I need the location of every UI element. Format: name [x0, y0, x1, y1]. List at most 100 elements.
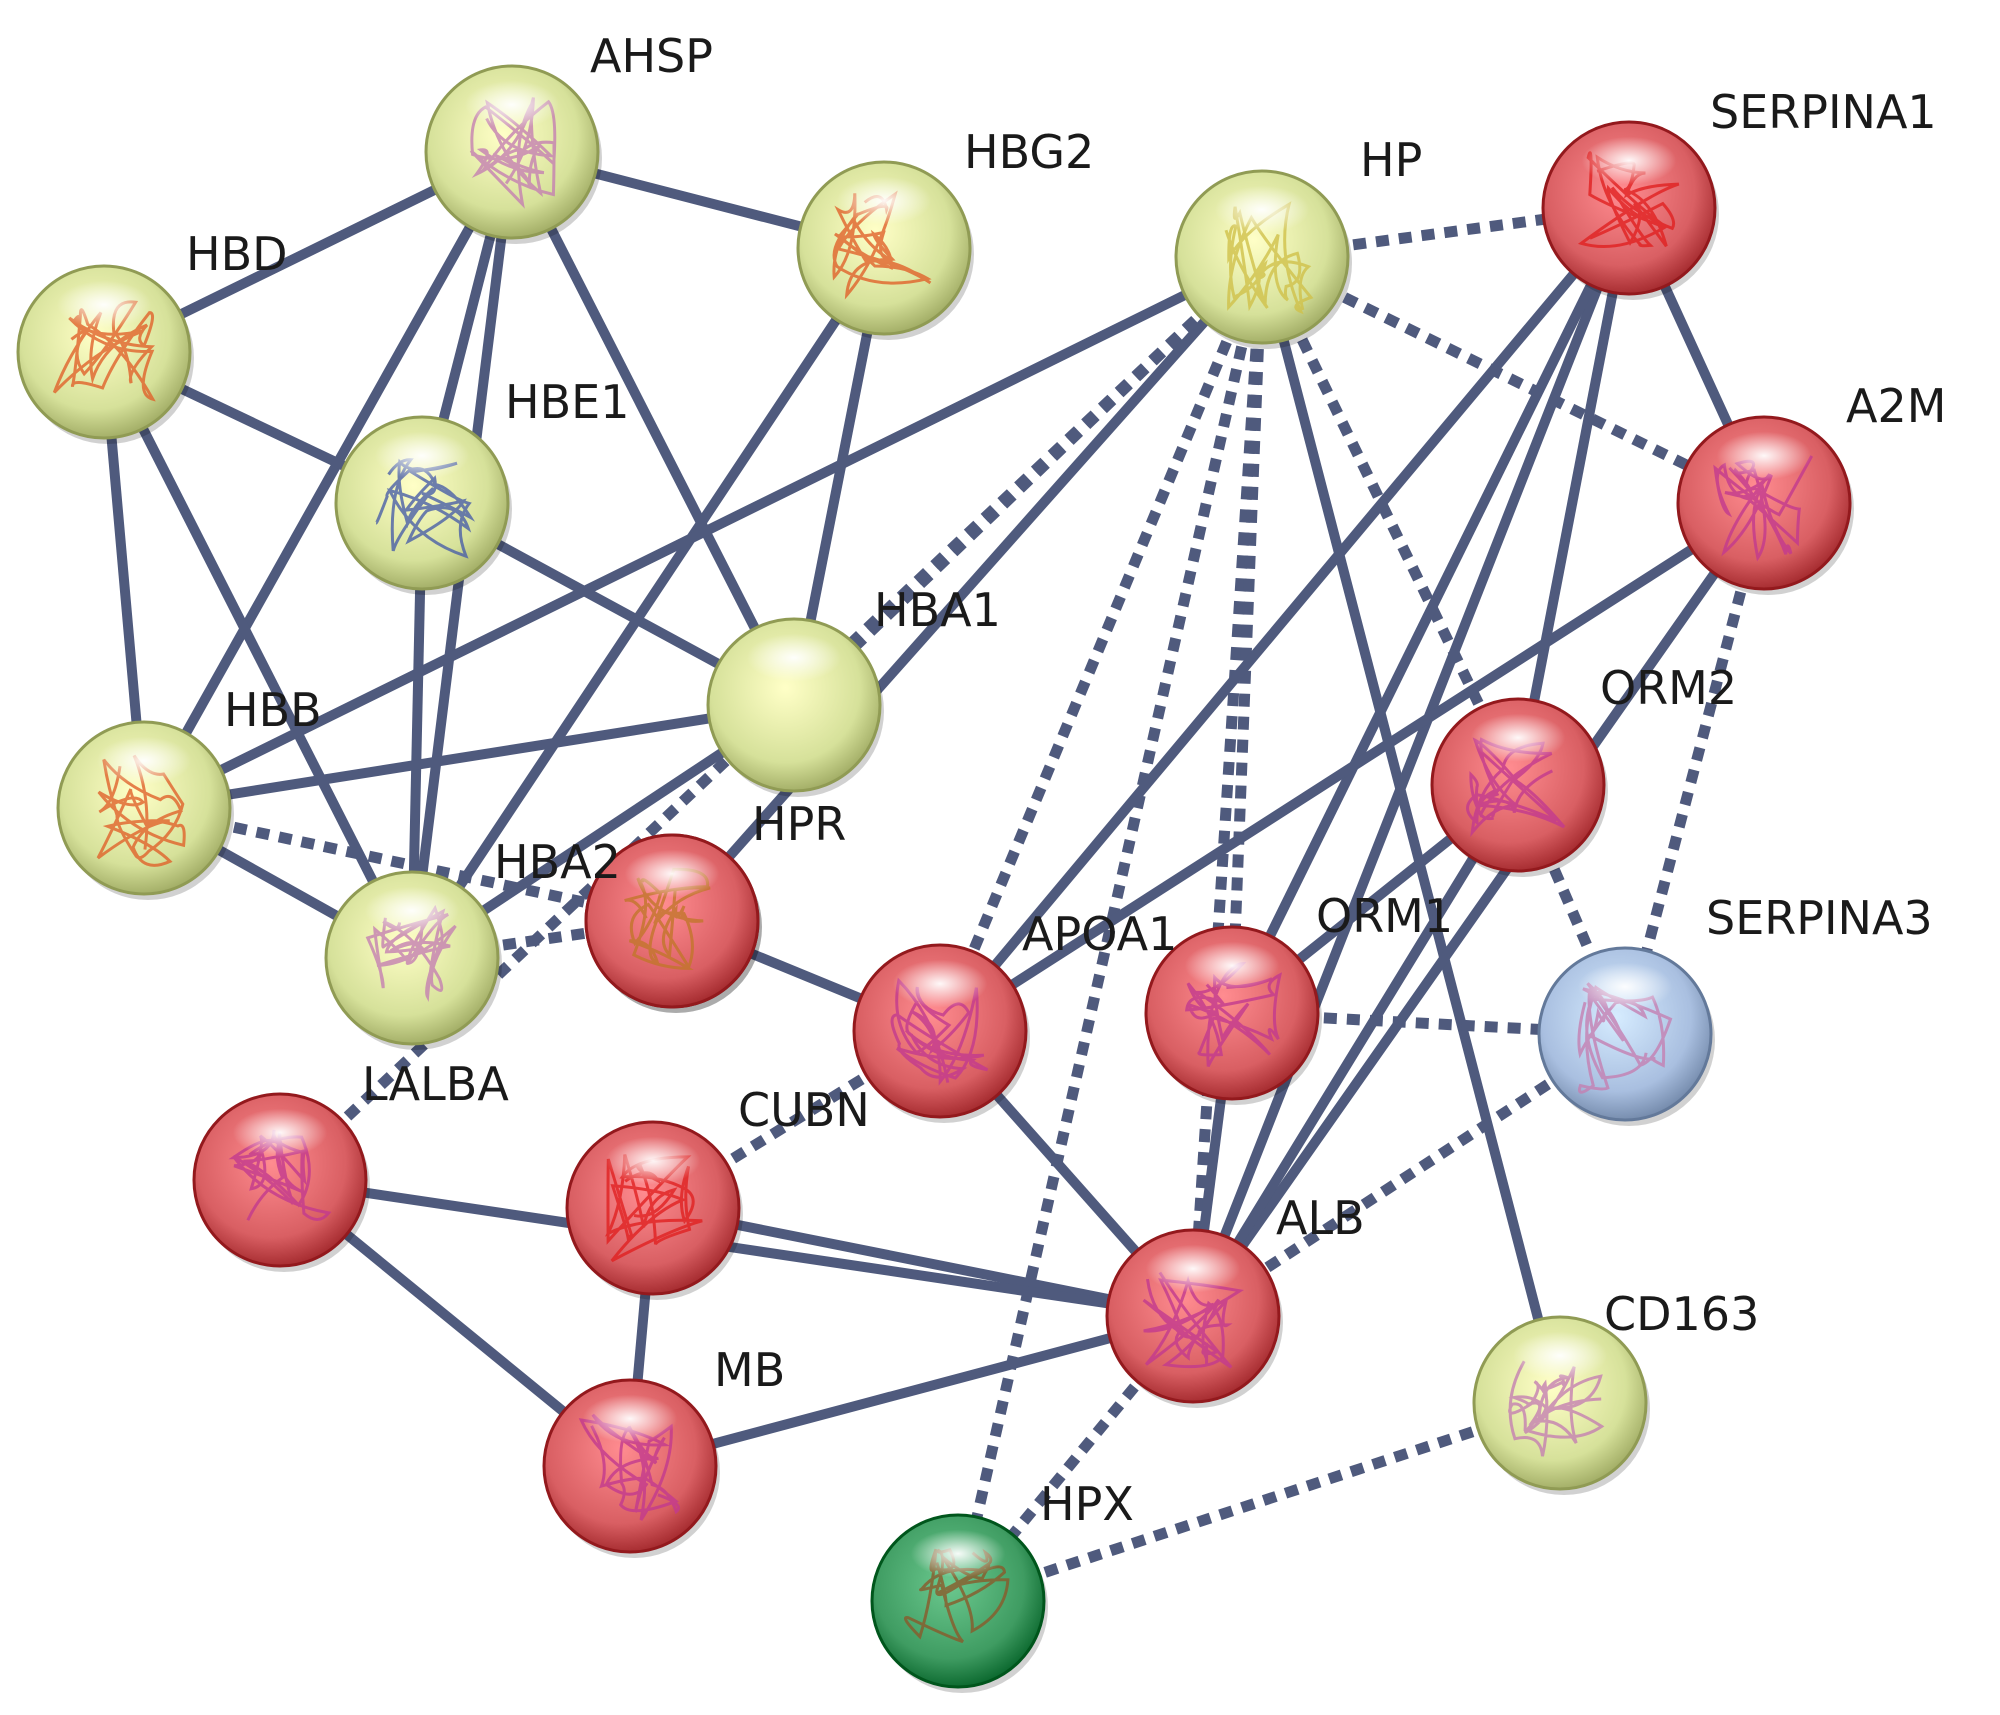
- node-label-mb: MB: [714, 1343, 785, 1397]
- node-label-ahsp: AHSP: [590, 29, 713, 83]
- node-gloss: [1581, 136, 1677, 185]
- node-hbd[interactable]: [16, 264, 194, 444]
- node-gloss: [1577, 962, 1673, 1011]
- node-label-apoa1: APOA1: [1022, 907, 1177, 961]
- node-label-hpr: HPR: [752, 797, 846, 851]
- protein-structure-icon: [1185, 962, 1283, 1068]
- protein-structure-icon: [832, 190, 932, 300]
- protein-structure-icon: [1466, 737, 1566, 838]
- node-hp[interactable]: [1174, 169, 1352, 349]
- node-gloss: [836, 176, 932, 225]
- edge-hp-a2m: [1259, 252, 1767, 508]
- protein-structure-icon: [1508, 1360, 1605, 1457]
- node-serpina3[interactable]: [1537, 946, 1715, 1126]
- node-gloss: [374, 431, 470, 480]
- node-label-hpx: HPX: [1040, 1477, 1134, 1531]
- edge-mb-alb: [628, 1311, 1195, 1471]
- node-ahsp[interactable]: [424, 64, 602, 244]
- node-gloss: [1214, 185, 1310, 234]
- edge-hp-cd163: [1257, 255, 1565, 1405]
- node-gloss: [605, 1136, 701, 1185]
- edge-hp-hpr: [668, 253, 1266, 925]
- node-gloss: [624, 849, 720, 898]
- edge-serpina3-alb: [1189, 1029, 1629, 1321]
- node-a2m[interactable]: [1676, 415, 1854, 595]
- node-hba2[interactable]: [584, 833, 762, 1013]
- node-label-alb: ALB: [1276, 1191, 1365, 1245]
- edge-ahsp-hbb: [139, 149, 517, 811]
- node-gloss: [464, 80, 560, 129]
- node-gloss: [582, 1394, 678, 1443]
- node-gloss: [1145, 1244, 1241, 1293]
- node-gloss: [910, 1529, 1006, 1578]
- node-label-hp: HP: [1360, 133, 1422, 187]
- node-label-hbd: HBD: [186, 227, 288, 281]
- node-gloss: [1512, 1331, 1608, 1380]
- edge-hbd-lalba: [99, 349, 417, 961]
- labels-layer: AHSPHBG2HBDHBE1HPHBA1HPRHBBLALBAHBA2SERP…: [186, 29, 1946, 1531]
- node-label-serpina3: SERPINA3: [1706, 891, 1933, 945]
- edge-hp-orm2: [1257, 254, 1523, 788]
- node-label-serpina1: SERPINA1: [1710, 85, 1937, 139]
- node-gloss: [232, 1108, 328, 1157]
- edge-unlabeled-alb: [279, 1175, 1194, 1321]
- node-hba1[interactable]: [706, 617, 884, 797]
- node-cd163[interactable]: [1472, 1315, 1650, 1495]
- node-gloss: [1716, 431, 1812, 480]
- edge-serpina1-orm2: [1513, 207, 1634, 786]
- node-hbe1[interactable]: [334, 415, 512, 595]
- node-label-a2m: A2M: [1846, 379, 1946, 433]
- protein-structure-icon: [1142, 1271, 1244, 1369]
- node-gloss: [56, 280, 152, 329]
- edge-hp-orm1: [1226, 256, 1268, 1014]
- node-label-lalba: LALBA: [362, 1057, 509, 1111]
- node-gloss: [96, 736, 192, 785]
- node-gloss: [1470, 713, 1566, 762]
- node-hpx[interactable]: [870, 1513, 1048, 1693]
- protein-structure-icon: [1577, 151, 1680, 249]
- node-unlabeled[interactable]: [192, 1092, 370, 1272]
- edge-serpina1-apoa1: [936, 204, 1633, 1035]
- edge-a2m-apoa1: [937, 498, 1767, 1036]
- node-label-cubn: CUBN: [738, 1083, 870, 1137]
- node-gloss: [892, 959, 988, 1008]
- edge-hbg2-lalba: [407, 245, 889, 961]
- protein-structure-icon: [365, 904, 457, 1003]
- node-label-hba2: HBA2: [494, 835, 621, 889]
- node-apoa1[interactable]: [852, 943, 1030, 1123]
- node-cubn[interactable]: [565, 1120, 743, 1300]
- node-mb[interactable]: [542, 1378, 720, 1558]
- node-label-hbb: HBB: [224, 683, 322, 737]
- node-gloss: [1184, 941, 1280, 990]
- nodes-layer: [16, 64, 1854, 1693]
- edge-hp-apoa1: [934, 254, 1268, 1034]
- protein-structure-icon: [1224, 201, 1314, 315]
- node-label-hba1: HBA1: [874, 583, 1001, 637]
- edge-hba1-hbb: [143, 700, 795, 813]
- node-serpina1[interactable]: [1541, 120, 1719, 300]
- protein-structure-icon: [578, 1413, 680, 1521]
- edge-hp-hbb: [141, 252, 1265, 813]
- node-hbg2[interactable]: [796, 160, 974, 340]
- edge-hp-alb: [1187, 256, 1268, 1317]
- node-gloss: [746, 633, 842, 682]
- protein-structure-icon: [374, 458, 476, 559]
- node-orm1[interactable]: [1144, 925, 1322, 1105]
- edge-ahsp-hba1: [507, 149, 799, 708]
- node-hbb[interactable]: [56, 720, 234, 900]
- edge-a2m-alb: [1188, 500, 1769, 1319]
- edge-orm2-alb: [1188, 782, 1523, 1319]
- node-lalba[interactable]: [324, 870, 502, 1050]
- node-label-orm2: ORM2: [1600, 661, 1737, 715]
- node-label-hbg2: HBG2: [964, 125, 1094, 179]
- node-gloss: [364, 886, 460, 935]
- node-label-cd163: CD163: [1604, 1287, 1759, 1341]
- node-alb[interactable]: [1105, 1228, 1283, 1408]
- protein-structure-icon: [1713, 455, 1814, 562]
- edge-serpina1-orm1: [1227, 205, 1634, 1016]
- node-label-orm1: ORM1: [1316, 889, 1453, 943]
- node-orm2[interactable]: [1430, 697, 1608, 877]
- edge-hbb-hba2: [142, 802, 674, 927]
- edge-serpina1-alb: [1188, 206, 1634, 1318]
